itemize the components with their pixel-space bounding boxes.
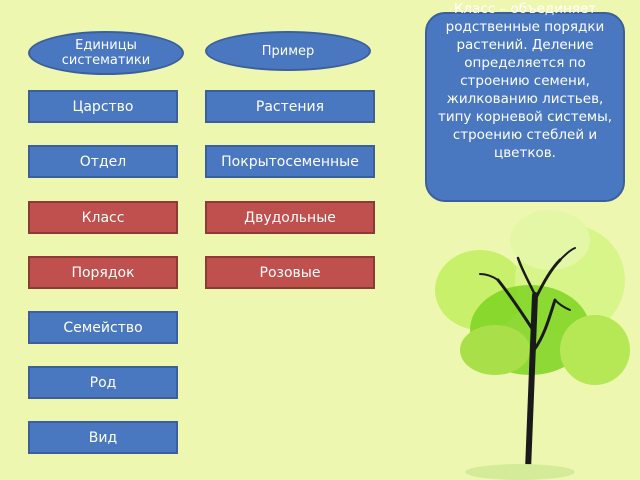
- units-header: Единицы систематики: [28, 31, 184, 75]
- unit-family: Семейство: [28, 311, 178, 344]
- example-header-label: Пример: [261, 43, 315, 59]
- tree-illustration: [435, 210, 630, 480]
- tree-leaves: [435, 210, 630, 385]
- example-class: Двудольные: [205, 201, 375, 234]
- example-order: Розовые: [205, 256, 375, 289]
- class-description: Класс – объединяет родственные порядки р…: [425, 1, 625, 202]
- unit-species: Вид: [28, 421, 178, 454]
- tree-trunk: [479, 247, 576, 473]
- unit-genus: Род: [28, 366, 178, 399]
- class-description-text: Класс – объединяет родственные порядки р…: [437, 1, 613, 161]
- unit-division: Отдел: [28, 145, 178, 178]
- example-header: Пример: [205, 31, 371, 71]
- example-division: Покрытосеменные: [205, 145, 375, 178]
- tree-shadow: [465, 464, 575, 480]
- units-header-label: Единицы систематики: [61, 38, 151, 68]
- unit-kingdom: Царство: [28, 90, 178, 123]
- unit-class: Класс: [28, 201, 178, 234]
- unit-order: Порядок: [28, 256, 178, 289]
- example-kingdom: Растения: [205, 90, 375, 123]
